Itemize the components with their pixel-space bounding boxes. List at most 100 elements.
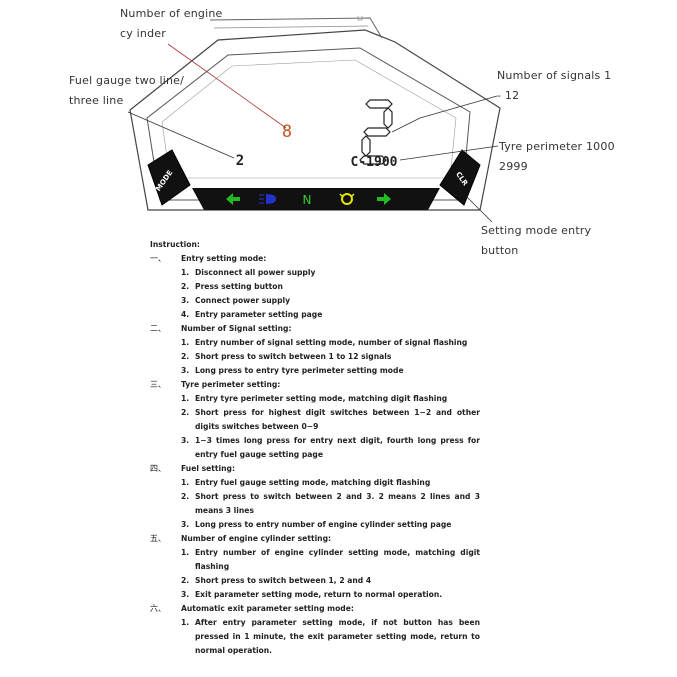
callout-setting-button: Setting mode entry button (481, 221, 591, 261)
left-turn-arrow-icon (226, 193, 240, 205)
list-item-number: 1. (181, 478, 190, 487)
list-item: 2.Short press to switch between 2 and 3.… (150, 490, 480, 518)
list-item: 1.Entry tyre perimeter setting mode, mat… (150, 392, 480, 406)
list-item: 2. Short press for highest digit switches… (150, 406, 480, 434)
leader-tyre (399, 145, 499, 161)
list-item-number: 3. (181, 296, 190, 305)
list-item-text: Entry fuel gauge setting mode, matching … (195, 478, 431, 487)
section-number: 六、 (150, 604, 166, 613)
dashboard-diagram: MODE CLR N 2 8 2 C-1900 (127, 16, 501, 223)
instruction-section: 四、 Fuel setting: 1. Entry fuel gauge settin… (150, 462, 480, 532)
instruction-section: 二、Number of Signal setting: 1. Entry numbe… (150, 322, 480, 378)
list-item: 2. Press setting button (150, 280, 480, 294)
dashboard-top-rim (209, 17, 383, 39)
list-item: 1. Entry number of engine cylinder settin… (150, 546, 480, 574)
mode-button[interactable]: MODE (147, 149, 191, 206)
list-item: 1. Entry fuel gauge setting mode, matchin… (150, 476, 480, 490)
right-turn-arrow-icon (377, 193, 391, 205)
tyre-perimeter-readout: C-1900 (351, 155, 398, 170)
dashboard-top-rim-inner (213, 25, 369, 29)
lcd-screen-frame (146, 47, 471, 201)
list-item: 3. Connect power supply (150, 294, 480, 308)
list-item: 2. Short press to switch between 1, 2 and… (150, 574, 480, 588)
section-heading: Entry setting mode: (181, 254, 267, 263)
gear-digit-display (359, 99, 393, 165)
list-item-text: Entry tyre perimeter setting mode, match… (195, 394, 448, 403)
section-heading-row: 五、Number of engine cylinder setting: (150, 532, 480, 546)
list-item-number: 3. (181, 520, 190, 529)
list-item-number: 1. (181, 548, 190, 557)
top-mark (357, 16, 363, 21)
section-number: 二、 (150, 324, 166, 333)
list-item: 2.Short press to switch between 1 to 12 … (150, 350, 480, 364)
indicator-strip (192, 188, 440, 210)
list-item: 3. Long press to entry tyre perimeter set… (150, 364, 480, 378)
list-item-text: Short press for highest digit switches b… (195, 408, 480, 431)
section-heading-row: 二、Number of Signal setting: (150, 322, 480, 336)
instructions-sections: 一、 Entry setting mode: 1. Disconnect all po… (150, 252, 480, 658)
list-item-number: 1. (181, 618, 190, 627)
list-item-text: Entry number of engine cylinder setting … (195, 548, 480, 571)
callout-tyre: Tyre perimeter 1000 2999 (499, 137, 615, 177)
list-item-number: 2. (181, 282, 190, 291)
callout-signals-line1: Number of signals 1 (497, 69, 612, 82)
callout-fuel-gauge-line2: three line (69, 94, 124, 107)
leader-fuel-gauge (127, 111, 235, 159)
section-number: 四、 (150, 464, 166, 473)
section-number: 三、 (150, 380, 166, 389)
list-item-number: 2. (181, 352, 190, 361)
list-item-text: Exit parameter setting mode, return to n… (195, 590, 443, 599)
dashboard-outer-housing (129, 29, 501, 211)
cylinder-digit: 8 (282, 122, 292, 142)
list-item: 3. Exit parameter setting mode, return to… (150, 588, 480, 602)
callout-tyre-line1: Tyre perimeter 1000 (499, 140, 615, 153)
list-item-number: 2. (181, 408, 190, 417)
instruction-section: 一、 Entry setting mode: 1. Disconnect all po… (150, 252, 480, 322)
list-item-number: 2. (181, 576, 190, 585)
instructions-title: Instruction: (150, 240, 200, 249)
list-item: 1.After entry parameter setting mode, if… (150, 616, 480, 658)
callout-setting-button-line2: button (481, 244, 519, 257)
list-item: 3.Long press to entry number of engine c… (150, 518, 480, 532)
callout-setting-button-line1: Setting mode entry (481, 224, 592, 237)
section-heading: Tyre perimeter setting: (181, 380, 281, 389)
list-item-text: Disconnect all power supply (195, 268, 316, 277)
list-item-number: 3. (181, 436, 190, 445)
section-number: 五、 (150, 534, 166, 543)
list-item: 1. Disconnect all power supply (150, 266, 480, 280)
list-item-number: 1. (181, 268, 190, 277)
list-item-text: Long press to entry tyre perimeter setti… (195, 366, 404, 375)
section-heading: Fuel setting: (181, 464, 236, 473)
neutral-indicator: N (303, 193, 312, 207)
list-item-number: 1. (181, 338, 190, 347)
list-item-text: Connect power supply (195, 296, 291, 305)
list-item: 1. Entry number of signal setting mode, n… (150, 336, 480, 350)
hazard-icon (339, 193, 355, 205)
section-heading: Automatic exit parameter setting mode: (181, 604, 354, 613)
clr-button[interactable]: CLR (439, 149, 481, 206)
instruction-section: 六、 Automatic exit parameter setting mode:… (150, 602, 480, 658)
headlight-icon (259, 194, 276, 204)
list-item-text: Entry parameter setting page (195, 310, 323, 319)
callout-engine-cylinder-line2: cy inder (120, 27, 166, 40)
fuel-gauge-digit: 2 (236, 153, 244, 169)
list-item-text: Short press to switch between 2 and 3. 2… (195, 492, 480, 515)
callout-signals: Number of signals 1 - 12 (497, 66, 611, 106)
instruction-section: 三、 Tyre perimeter setting: 1.Entry tyre pe… (150, 378, 480, 462)
callout-engine-cylinder-line1: Number of engine (120, 7, 223, 20)
section-heading-row: 六、 Automatic exit parameter setting mode: (150, 602, 480, 616)
leader-engine-cylinder (167, 43, 287, 129)
list-item-text: Short press to switch between 1, 2 and 4 (195, 576, 372, 585)
list-item-number: 3. (181, 366, 190, 375)
section-number: 一、 (150, 254, 166, 263)
callout-signals-line2: - 12 (497, 89, 520, 102)
list-item-text: Press setting button (195, 282, 283, 291)
section-heading-row: 四、 Fuel setting: (150, 462, 480, 476)
list-item: 3.1−3 times long press for entry next di… (150, 434, 480, 462)
leader-signals (391, 95, 498, 133)
list-item-number: 3. (181, 590, 190, 599)
instructions-block: Instruction: 一、 Entry setting mode: 1. Disc… (150, 238, 480, 658)
list-item: 4.Entry parameter setting page (150, 308, 480, 322)
instruction-section: 五、Number of engine cylinder setting: 1. En… (150, 532, 480, 602)
list-item-text: Entry number of signal setting mode, num… (195, 338, 468, 347)
